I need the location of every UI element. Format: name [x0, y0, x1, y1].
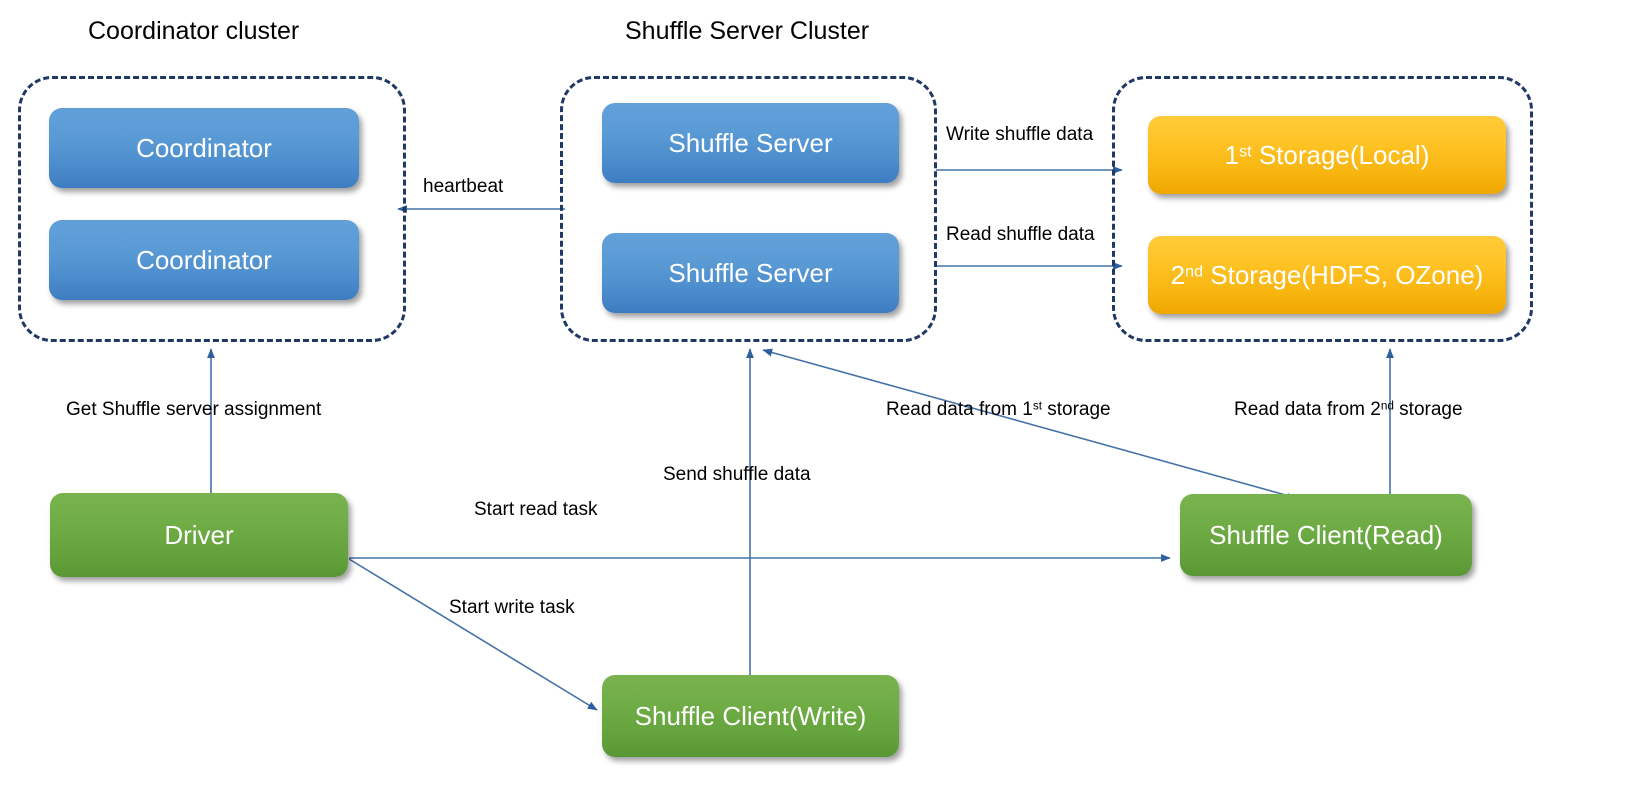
node-storage-2-prefix: 2	[1170, 259, 1186, 290]
edge-label-send-shuffle-data: Send shuffle data	[663, 464, 811, 485]
edge-label-get-shuffle-server-assignment: Get Shuffle server assignment	[66, 399, 322, 420]
node-storage-1[interactable]: 1st Storage(Local)	[1148, 116, 1506, 194]
node-coordinator-2[interactable]: Coordinator	[49, 220, 359, 300]
node-shuffle-server-1-label: Shuffle Server	[668, 127, 833, 158]
edge-label-read-shuffle-data: Read shuffle data	[946, 224, 1095, 245]
node-shuffle-client-write[interactable]: Shuffle Client(Write)	[602, 675, 899, 757]
edge-label-read-data-1st-ordinal-suffix: st	[1032, 399, 1042, 413]
node-storage-2-rest: Storage(HDFS, OZone)	[1203, 259, 1484, 290]
node-shuffle-client-read[interactable]: Shuffle Client(Read)	[1180, 494, 1472, 576]
node-storage-2-ordinal-suffix: nd	[1185, 262, 1204, 281]
node-storage-2[interactable]: 2nd Storage(HDFS, OZone)	[1148, 236, 1506, 314]
edge-label-start-read-task: Start read task	[474, 499, 598, 520]
node-shuffle-server-1[interactable]: Shuffle Server	[602, 103, 899, 183]
node-storage-1-label: 1st Storage(Local)	[1225, 140, 1430, 171]
node-shuffle-server-2-label: Shuffle Server	[668, 257, 833, 288]
node-shuffle-server-2[interactable]: Shuffle Server	[602, 233, 899, 313]
node-driver[interactable]: Driver	[50, 493, 348, 577]
node-shuffle-client-read-label: Shuffle Client(Read)	[1209, 519, 1443, 550]
node-driver-label: Driver	[164, 519, 234, 550]
node-shuffle-client-write-label: Shuffle Client(Write)	[634, 700, 867, 731]
node-storage-1-prefix: 1	[1224, 139, 1240, 170]
edge-label-read-data-1st-rest: storage	[1041, 399, 1111, 420]
shuffle-server-cluster-title: Shuffle Server Cluster	[625, 17, 870, 45]
shuffle-server-cluster-box	[560, 76, 937, 342]
node-coordinator-1-label: Coordinator	[136, 132, 272, 163]
edge-label-read-data-2nd-prefix: Read data from 2	[1234, 399, 1381, 420]
edge-label-read-data-2nd-rest: storage	[1393, 399, 1463, 420]
edge-read-data-1st-storage-line	[762, 348, 1301, 500]
coordinator-cluster-box	[18, 76, 406, 342]
edge-start-write-task	[348, 558, 598, 711]
edge-label-heartbeat: heartbeat	[423, 176, 504, 197]
node-storage-1-rest: Storage(Local)	[1251, 139, 1430, 170]
node-storage-1-ordinal-suffix: st	[1239, 142, 1252, 161]
edge-label-read-data-2nd-storage: Read data from 2nd storage	[1234, 399, 1463, 421]
coordinator-cluster-title: Coordinator cluster	[88, 17, 300, 45]
node-coordinator-1[interactable]: Coordinator	[49, 108, 359, 188]
storage-cluster-box	[1112, 76, 1533, 342]
edge-label-read-data-1st-storage: Read data from 1st storage	[886, 399, 1111, 421]
node-coordinator-2-label: Coordinator	[136, 244, 272, 275]
edge-label-read-data-1st-prefix: Read data from 1	[886, 399, 1033, 420]
edge-label-start-write-task: Start write task	[449, 597, 575, 618]
edge-label-write-shuffle-data: Write shuffle data	[946, 124, 1094, 145]
node-storage-2-label: 2nd Storage(HDFS, OZone)	[1171, 260, 1484, 291]
edge-label-read-data-2nd-ordinal-suffix: nd	[1380, 399, 1394, 413]
